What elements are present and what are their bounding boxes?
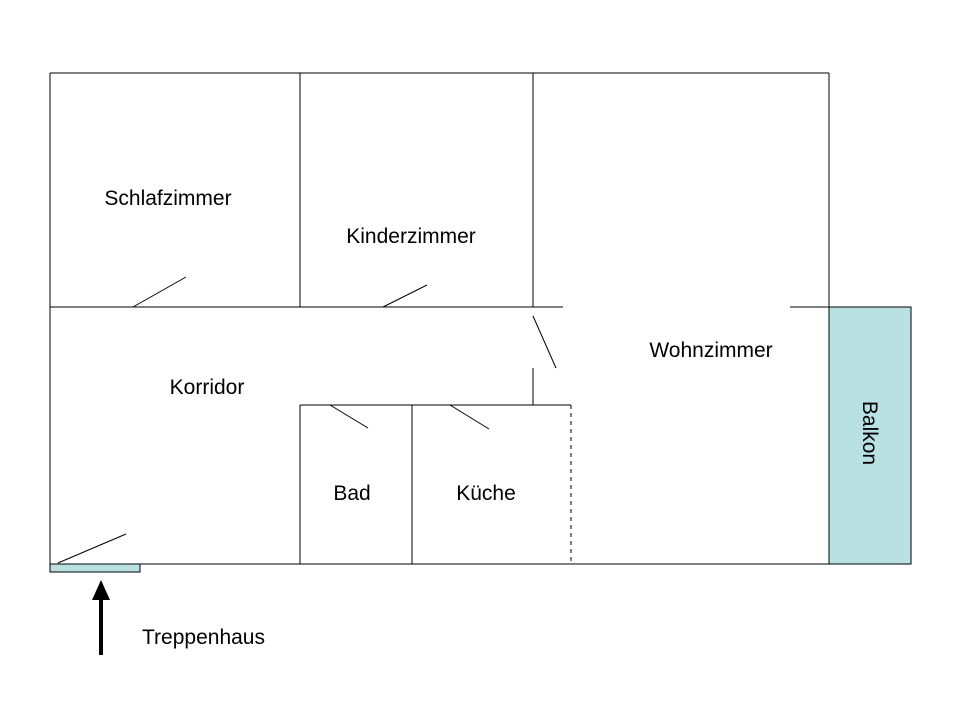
label-wohnzimmer: Wohnzimmer bbox=[649, 339, 772, 362]
label-kueche: Küche bbox=[456, 482, 516, 505]
label-schlafzimmer: Schlafzimmer bbox=[104, 187, 231, 210]
label-korridor: Korridor bbox=[170, 376, 245, 399]
label-bad: Bad bbox=[333, 482, 370, 505]
door-bad bbox=[329, 404, 369, 429]
entrance-mat bbox=[49, 563, 141, 573]
door-entrance bbox=[57, 533, 127, 564]
label-treppenhaus: Treppenhaus bbox=[142, 626, 265, 649]
label-balkon: Balkon bbox=[858, 401, 881, 465]
door-schlafzimmer bbox=[132, 276, 187, 308]
door-kinderzimmer bbox=[382, 284, 428, 308]
label-kinderzimmer: Kinderzimmer bbox=[346, 225, 476, 248]
interior-walls bbox=[50, 73, 829, 564]
door-wohnzimmer bbox=[532, 315, 557, 369]
outer-walls bbox=[49, 72, 912, 565]
balcony-area bbox=[828, 306, 912, 565]
entrance-arrow-icon bbox=[92, 580, 110, 655]
door-kueche bbox=[449, 404, 490, 430]
